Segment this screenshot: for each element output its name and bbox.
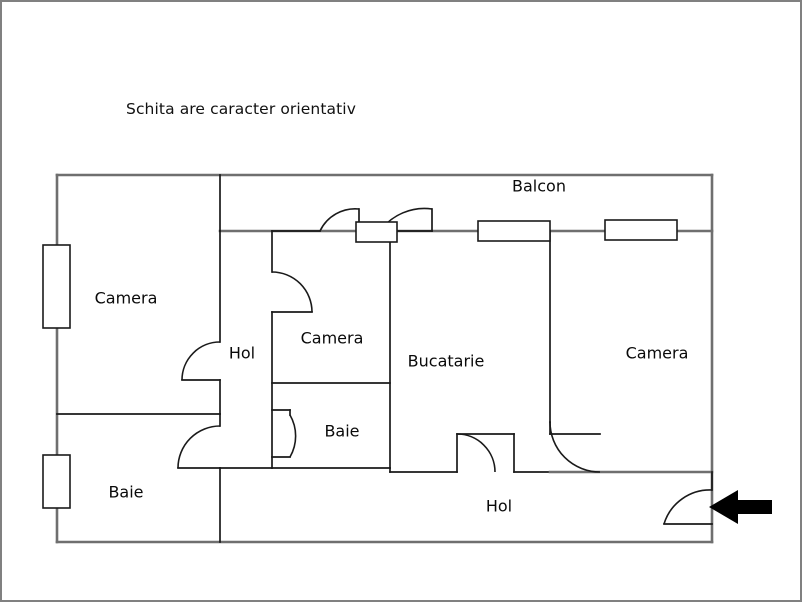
door-middle-camera-arc [271,271,313,313]
door-bucatarie-1-arc [456,433,496,473]
left-zone-walls [56,230,221,543]
windows [42,219,678,509]
main-entrance-arrow [709,490,772,524]
door-left-lower-arc [177,425,221,469]
bucatarie-walls [389,208,714,474]
label-camera-middle: Camera [301,329,364,348]
door-middle-camera-balcony-arc [319,208,360,232]
arrow-icon [709,490,772,524]
door-left-upper-arc [181,341,221,381]
hol-left-walls [271,230,391,469]
door-middle-baie-arc [289,414,297,458]
window-left-lower [42,454,71,509]
label-bucatarie: Bucatarie [408,352,485,371]
window-left-upper [42,244,71,329]
doors [177,207,713,525]
orientation-note: Schita are caracter orientativ [126,100,356,118]
label-hol-bottom: Hol [486,497,512,516]
label-baie-middle: Baie [324,422,359,441]
window-balcony-1 [355,221,398,243]
label-camera-left: Camera [95,289,158,308]
door-camera-right-arc [549,421,601,473]
window-balcony-2 [477,220,551,242]
label-camera-right: Camera [626,344,689,363]
door-entrance-arc [663,489,713,525]
room-labels: Camera Baie Hol Camera Baie Bucatarie Ca… [95,177,689,516]
label-hol-left: Hol [229,344,255,363]
label-baie-left: Baie [108,483,143,502]
label-balcon: Balcon [512,177,566,196]
window-balcony-3 [604,219,678,241]
